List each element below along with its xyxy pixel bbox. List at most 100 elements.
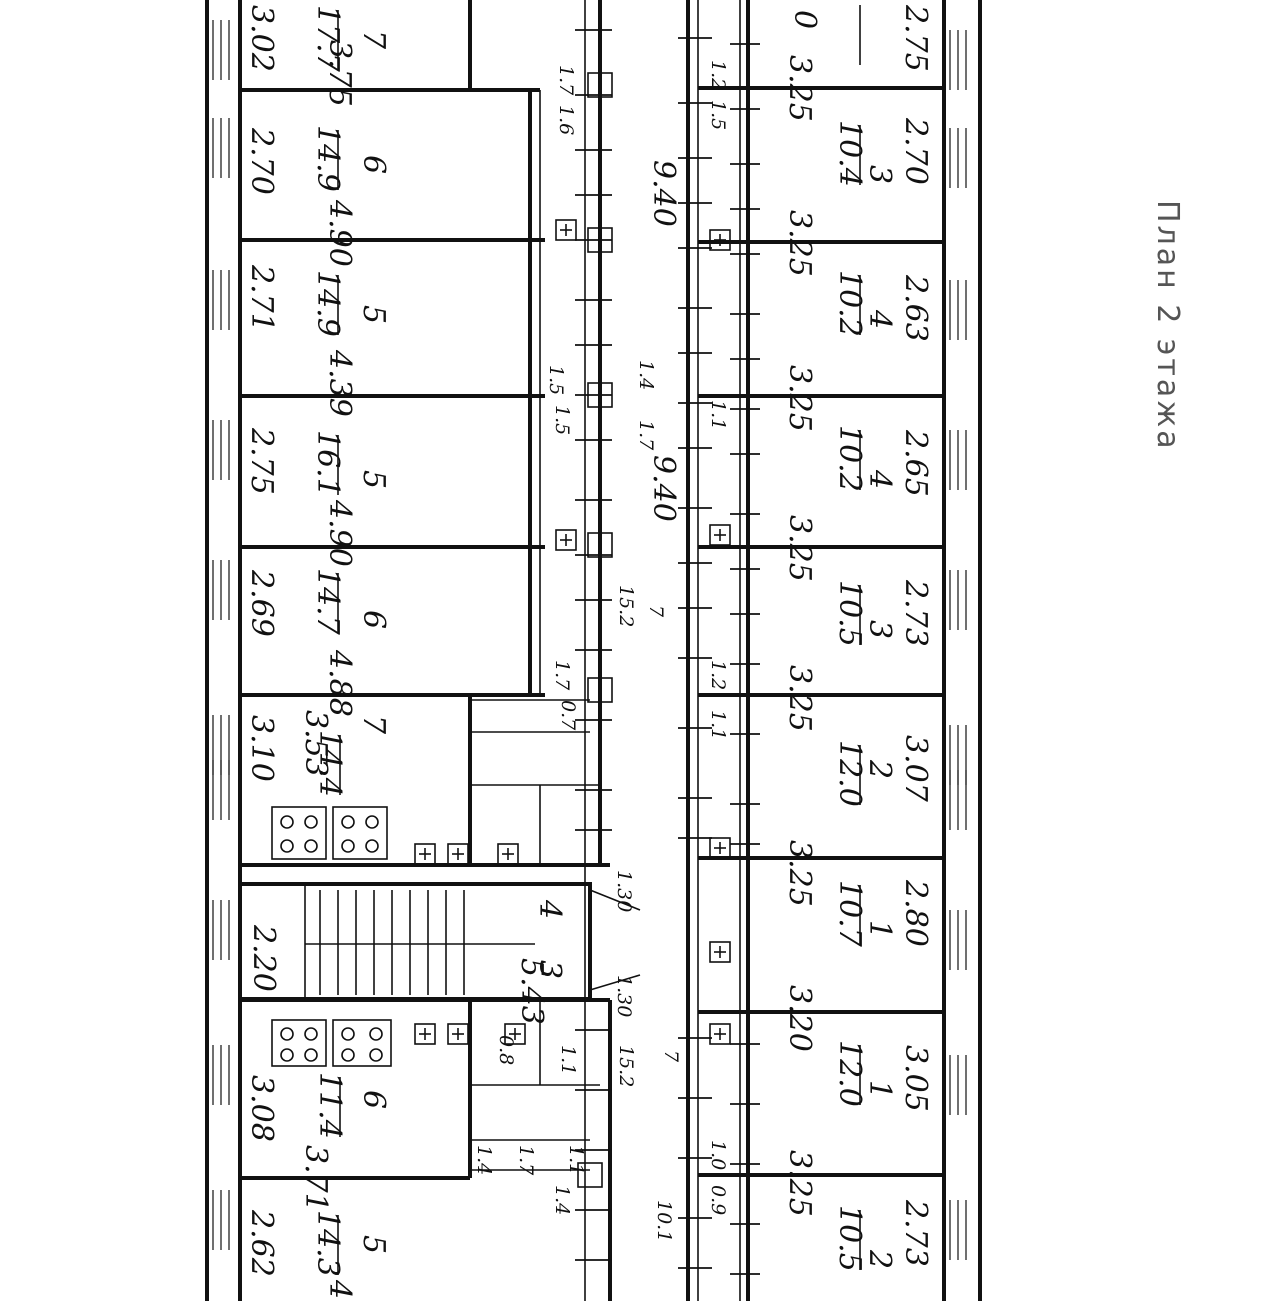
room-area: 14.3	[310, 1210, 345, 1277]
room-height: 2.62	[244, 1209, 279, 1277]
sanitary-label: 1.6	[555, 105, 577, 135]
room-height: 2.70	[898, 117, 933, 185]
room-length: 4.90	[322, 199, 357, 267]
sanitary-label: 1.4	[635, 360, 657, 390]
room-height: 2.75	[244, 427, 279, 495]
corridor-area-a: 9.40	[646, 160, 681, 227]
room-label-group: 2.71 14.9 5 4.39	[244, 264, 391, 417]
room-length: 3.25	[782, 840, 817, 907]
room-length: 3.25	[782, 210, 817, 277]
room-length: 3.25	[782, 55, 817, 122]
corridor-number-b: 7	[660, 1050, 682, 1063]
room-number: 6	[356, 610, 391, 629]
room-number: 2	[862, 759, 897, 779]
window-marks	[212, 20, 967, 1260]
dimension-ticks	[575, 29, 760, 1275]
room-area: 14.4	[312, 730, 347, 797]
room-number: 1	[862, 920, 897, 939]
room-number: 4	[862, 309, 897, 329]
room-number: 6	[356, 1090, 391, 1109]
room-area: 12.0	[832, 1040, 867, 1107]
room-length: 4.15	[322, 1279, 357, 1301]
sanitary-label: 1.1	[707, 710, 729, 740]
stair-number-a: 4	[532, 899, 567, 919]
sanitary-label: 1.4	[551, 1185, 573, 1215]
room-height: 3.05	[898, 1045, 933, 1112]
corridor-width-bottom: 1.30	[613, 975, 635, 1017]
sanitary-label: 1.5	[545, 365, 567, 395]
room-number: 2	[862, 1249, 897, 1269]
room-height: 3.10	[244, 715, 279, 782]
sanitary-label: 1.7	[635, 420, 657, 451]
room-area: 14.9	[310, 125, 345, 192]
room-height: 2.70	[244, 127, 279, 195]
sanitary-label: 1.5	[707, 100, 729, 130]
sanitary-label: 1.7	[551, 660, 573, 691]
room-number: 3	[862, 165, 897, 184]
room-length: 3.20	[782, 985, 817, 1052]
room-label-group: 2.69 14.7 6 4.88	[244, 568, 391, 717]
sanitary-label: 1.2	[707, 60, 729, 90]
room-height: 2.69	[244, 569, 279, 637]
room-length: 4.88	[322, 649, 357, 717]
room-number: 6	[356, 155, 391, 174]
sanitary-label: 1.0	[707, 1140, 729, 1170]
room-number: 3	[862, 620, 897, 639]
stair-area: 5.43	[514, 958, 549, 1025]
room-length: 3.25	[782, 1150, 817, 1217]
room-area: 10.5	[832, 580, 867, 647]
sanitary-label: 1.1	[565, 1145, 587, 1175]
corridor-walls	[539, 0, 750, 1301]
room-height: 2.71	[244, 264, 279, 332]
room-area: 10.5	[832, 1205, 867, 1272]
room-number: 4	[862, 469, 897, 489]
room-area: 14.7	[310, 568, 345, 636]
room-area: 16.1	[310, 430, 345, 497]
room-length: 4.90	[322, 499, 357, 567]
room-label-group: 2.62 14.3 5 4.15	[244, 1209, 391, 1301]
room-height: 2.73	[898, 579, 933, 647]
room-height: 2.75	[898, 4, 933, 72]
room-number: 0	[787, 10, 822, 29]
room-number: 7	[356, 30, 391, 50]
sanitary-label: 1.7	[555, 65, 577, 96]
left-partitions	[240, 0, 610, 1180]
stair-height: 2.20	[246, 924, 281, 992]
sanitary-label: 1.4	[473, 1145, 495, 1175]
stove-bottom-kitchen	[271, 1019, 392, 1067]
room-label-group: 2.75 0 3.25	[782, 4, 933, 122]
room-number: 7	[356, 715, 391, 735]
room-length: 4.39	[322, 349, 357, 417]
right-partitions	[698, 86, 944, 1177]
room-area: 11.4	[312, 1072, 347, 1139]
room-length: 3.25	[782, 365, 817, 432]
room-area: 12.0	[832, 740, 867, 807]
sink-fixtures	[414, 219, 731, 1045]
sanitary-label: 1.1	[557, 1045, 579, 1075]
corridor-number-a: 7	[645, 605, 667, 618]
corridor-area-e: 10.1	[653, 1200, 675, 1242]
sanitary-label: 0.8	[495, 1035, 517, 1065]
room-number: 5	[356, 1235, 391, 1254]
room-number: 5	[356, 305, 391, 324]
room-area: 10.2	[832, 270, 867, 337]
outer-walls	[205, 0, 982, 1301]
room-label-group: 2.70 10.43 3.25	[782, 117, 933, 277]
staircase	[238, 882, 641, 1001]
room-area: 17.7	[310, 5, 345, 73]
room-height: 2.65	[898, 429, 933, 497]
room-area: 14.9	[310, 270, 345, 337]
room-area: 10.4	[832, 120, 867, 187]
stair-labels: 2.20 5.43 4 3	[246, 899, 567, 1025]
corridor-area-c: 15.2	[615, 585, 637, 627]
room-area: 10.7	[832, 880, 867, 948]
sanitary-label: 0.7	[557, 700, 579, 731]
